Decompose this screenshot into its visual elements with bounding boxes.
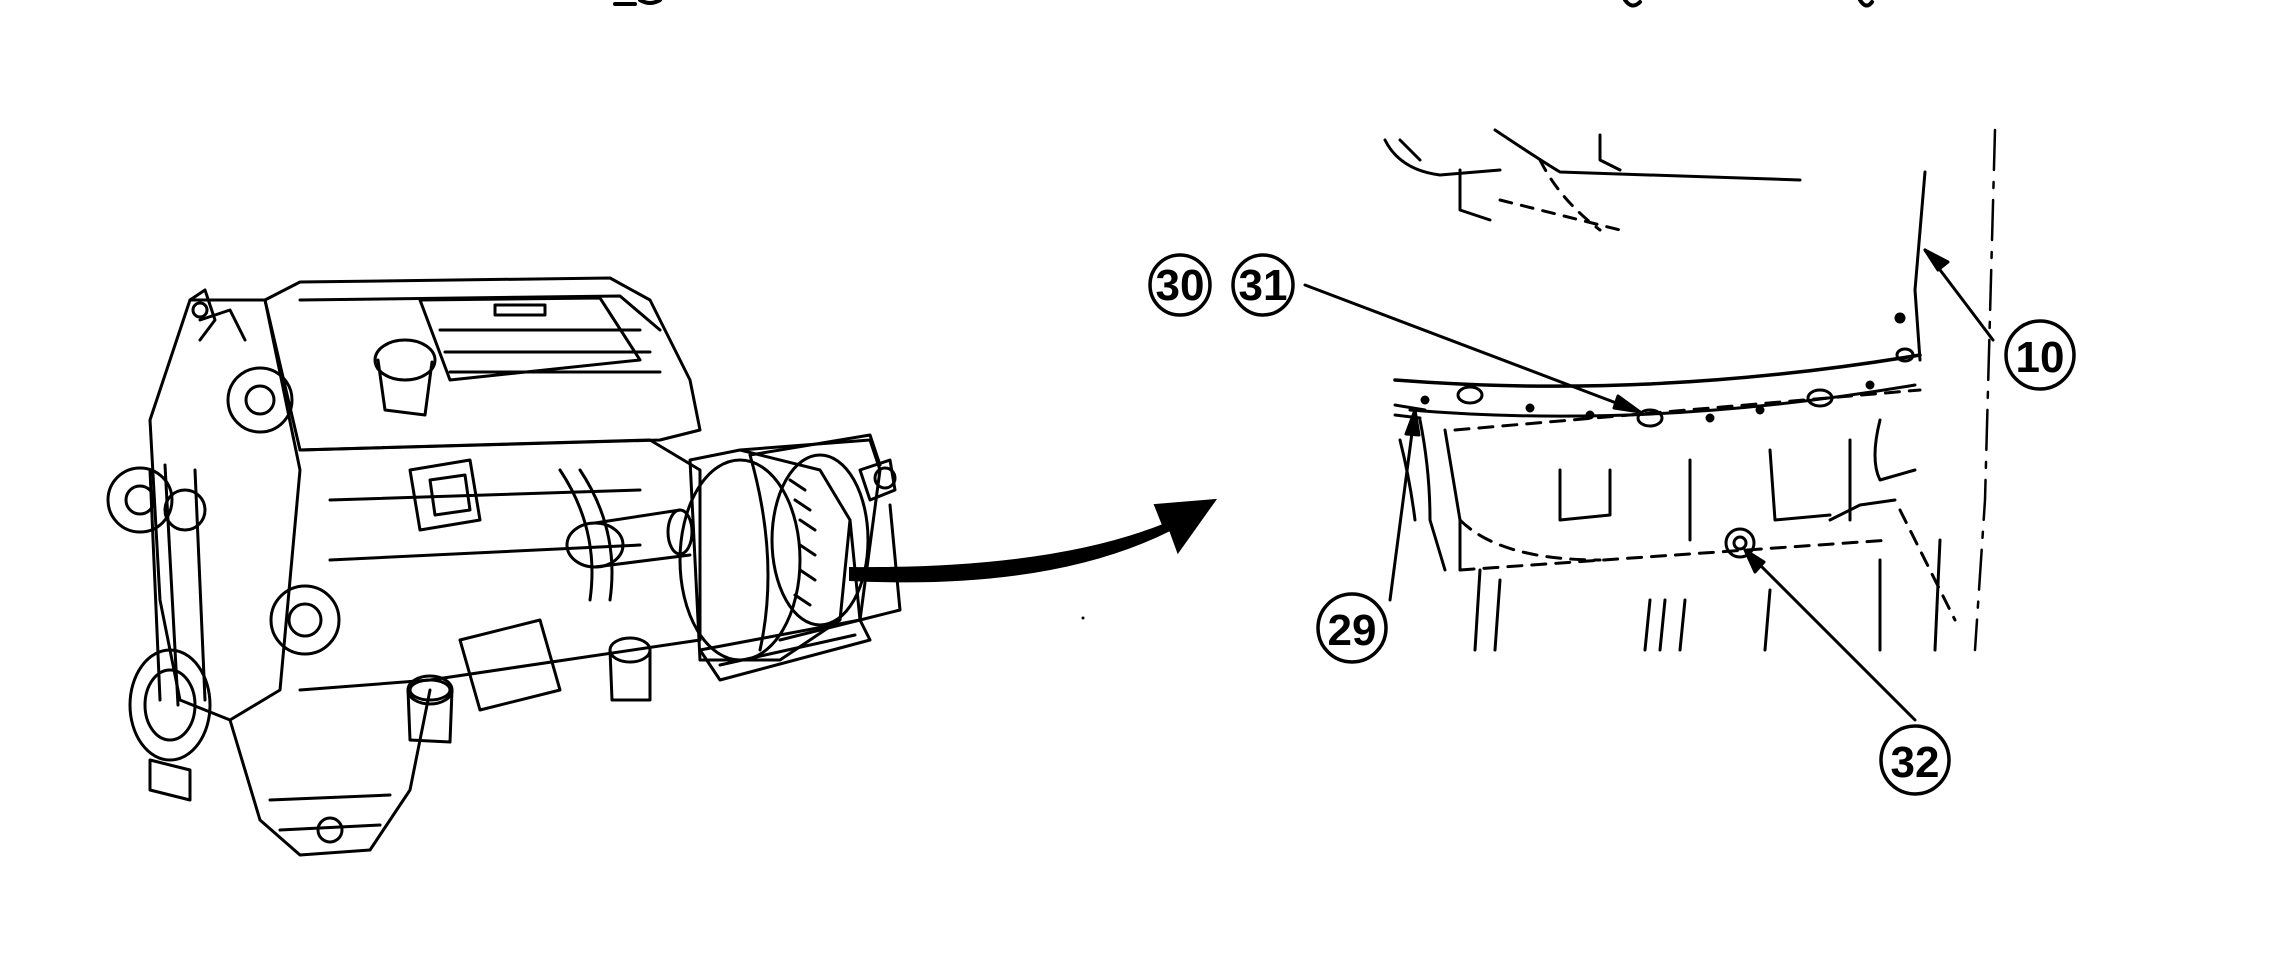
flange-bolts bbox=[1420, 312, 1915, 428]
callout-29: 29 bbox=[1316, 592, 1388, 664]
callout-31: 31 bbox=[1231, 253, 1295, 317]
engine-transmission-assembly bbox=[106, 276, 902, 857]
stray-dot bbox=[1081, 616, 1085, 620]
callout-32: 32 bbox=[1879, 724, 1951, 796]
svg-text:10: 10 bbox=[2016, 333, 2065, 382]
svg-text:30: 30 bbox=[1156, 261, 1205, 310]
svg-text:31: 31 bbox=[1239, 261, 1288, 310]
callout-10: 10 bbox=[2004, 319, 2076, 391]
leader-lines bbox=[1303, 248, 1995, 722]
svg-text:32: 32 bbox=[1891, 738, 1940, 787]
top-fragment-marks bbox=[613, 0, 1874, 8]
flywheel-housing-detail bbox=[1383, 128, 1997, 652]
callout-30: 30 bbox=[1148, 253, 1212, 317]
detail-pointer-arrow bbox=[849, 498, 1218, 583]
svg-text:29: 29 bbox=[1328, 606, 1377, 655]
